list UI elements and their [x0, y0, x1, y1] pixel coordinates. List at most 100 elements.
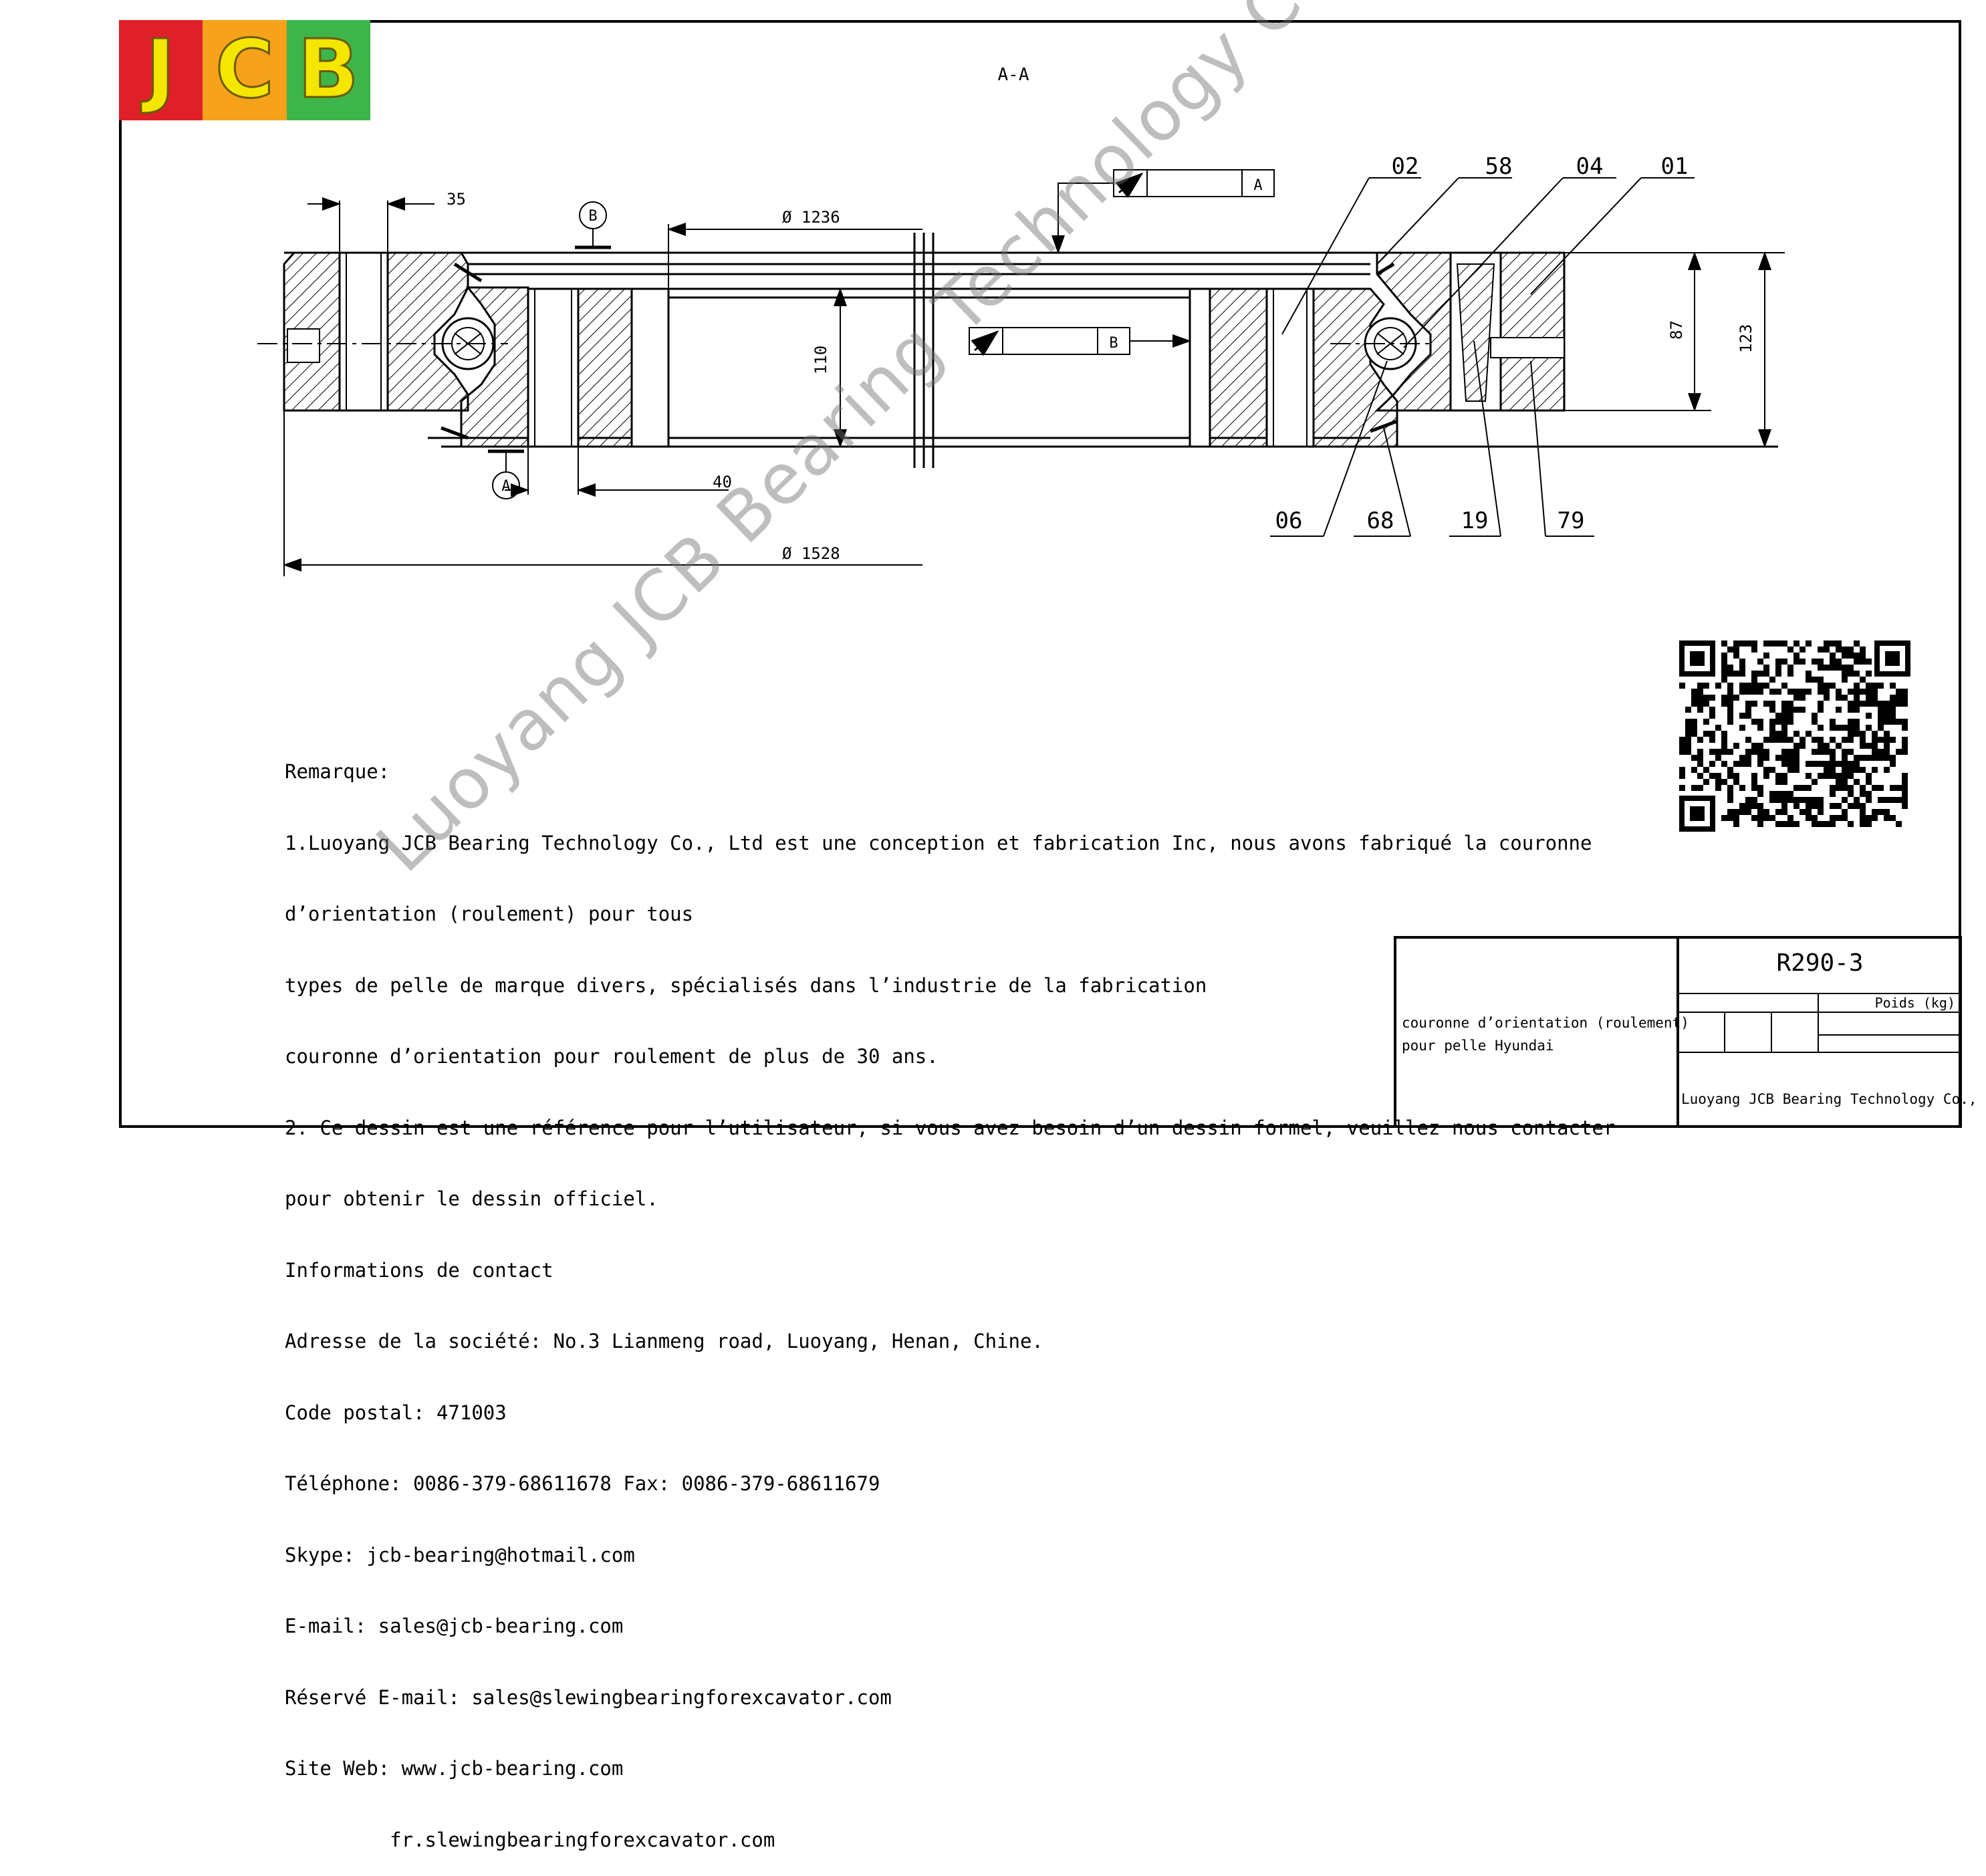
qr-module	[1787, 737, 1793, 743]
logo-orange-block	[203, 20, 287, 120]
qr-module	[1824, 749, 1830, 755]
qr-module	[1884, 713, 1890, 719]
qr-module	[1854, 659, 1860, 665]
qr-module	[1727, 665, 1733, 671]
qr-module	[1799, 743, 1806, 749]
qr-module	[1806, 809, 1812, 815]
qr-module	[1709, 695, 1715, 701]
qr-module	[1830, 659, 1836, 665]
qr-module	[1799, 689, 1806, 695]
qr-finder-top-left	[1679, 640, 1715, 677]
qr-module	[1733, 815, 1739, 821]
qr-module	[1818, 707, 1824, 713]
qr-module	[1890, 683, 1896, 689]
qr-module	[1884, 749, 1890, 755]
qr-module	[1727, 815, 1733, 821]
qr-module	[1739, 809, 1745, 815]
qr-module	[1727, 647, 1733, 653]
qr-module	[1902, 779, 1908, 785]
qr-module	[1721, 640, 1727, 647]
qr-module	[1787, 707, 1793, 713]
qr-module	[1715, 779, 1721, 785]
qr-module	[1685, 749, 1691, 755]
qr-module	[1781, 821, 1787, 827]
qr-module	[1902, 689, 1908, 695]
qr-module	[1697, 785, 1703, 791]
qr-module	[1866, 821, 1872, 827]
qr-module	[1818, 665, 1824, 671]
qr-module	[1842, 671, 1848, 677]
qr-module	[1806, 640, 1812, 647]
qr-module	[1781, 749, 1787, 755]
qr-module	[1818, 683, 1824, 689]
qr-module	[1775, 671, 1781, 677]
qr-module	[1854, 695, 1860, 701]
qr-module	[1860, 743, 1866, 749]
qr-module	[1799, 785, 1806, 791]
callout-68: 68	[1367, 507, 1394, 534]
qr-module	[1902, 719, 1908, 725]
qr-module	[1739, 683, 1745, 689]
qr-module	[1715, 773, 1721, 779]
qr-module	[1848, 665, 1854, 671]
qr-module	[1890, 719, 1896, 725]
qr-module	[1793, 659, 1799, 665]
notes-line: E-mail: sales@jcb-bearing.com	[285, 1615, 624, 1637]
qr-module	[1769, 707, 1775, 713]
qr-module	[1812, 815, 1818, 821]
qr-module	[1793, 755, 1799, 761]
qr-module	[1866, 701, 1872, 707]
qr-module	[1751, 743, 1757, 749]
qr-module	[1818, 809, 1824, 815]
qr-module	[1775, 755, 1781, 761]
qr-module	[1775, 665, 1781, 671]
qr-module	[1697, 749, 1703, 755]
qr-module	[1902, 791, 1908, 797]
datum-a-label: A	[501, 478, 510, 495]
qr-module	[1902, 743, 1908, 749]
notes-line: fr.slewingbearingforexcavator.com	[285, 1828, 775, 1851]
qr-module	[1727, 683, 1733, 689]
qr-module	[1818, 773, 1824, 779]
qr-module	[1691, 731, 1697, 737]
qr-module	[1781, 659, 1787, 665]
left-seals	[441, 262, 483, 440]
qr-module	[1775, 821, 1781, 827]
qr-module	[1733, 653, 1739, 659]
qr-module	[1703, 683, 1709, 689]
notes-line: couronne d’orientation pour roulement de…	[285, 1045, 939, 1068]
qr-module	[1697, 761, 1703, 767]
qr-module	[1781, 707, 1787, 713]
qr-module	[1884, 719, 1890, 725]
qr-module	[1787, 665, 1793, 671]
qr-module	[1812, 713, 1818, 719]
qr-module	[1793, 821, 1799, 827]
qr-module	[1806, 761, 1812, 767]
qr-module	[1872, 749, 1878, 755]
break-lines	[913, 233, 935, 468]
qr-module	[1878, 737, 1884, 743]
qr-module	[1836, 815, 1842, 821]
jcb-logo: J C B	[119, 20, 370, 120]
dim-87-label: 87	[1667, 320, 1686, 340]
dim-110-label: 110	[812, 346, 830, 374]
qr-module	[1781, 683, 1787, 689]
notes-line: types de pelle de marque divers, spécial…	[285, 973, 1207, 997]
qr-module	[1860, 677, 1866, 683]
qr-module	[1751, 797, 1757, 803]
qr-module	[1757, 683, 1763, 689]
dim-1236	[667, 223, 922, 289]
qr-module	[1685, 731, 1691, 737]
qr-module	[1793, 653, 1799, 659]
drawing-frame	[119, 20, 1961, 1128]
qr-module	[1751, 815, 1757, 821]
qr-module	[1781, 731, 1787, 737]
qr-module	[1902, 695, 1908, 701]
qr-module	[1751, 647, 1757, 653]
qr-module	[1769, 719, 1775, 725]
qr-module	[1787, 713, 1793, 719]
qr-module	[1799, 797, 1806, 803]
qr-module	[1806, 803, 1812, 809]
qr-module	[1896, 719, 1902, 725]
qr-module	[1902, 773, 1908, 779]
